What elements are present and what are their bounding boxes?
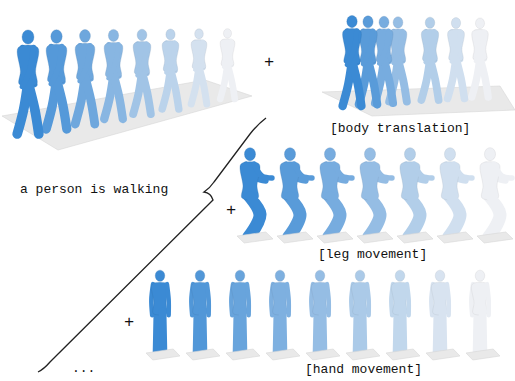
human-figure (151, 270, 168, 353)
human-figure (46, 30, 67, 129)
human-figure (360, 148, 392, 236)
floor-plane (346, 349, 380, 360)
plus-sign: + (124, 314, 134, 331)
human-figure (231, 270, 248, 353)
component-label: [hand movement] (305, 363, 422, 376)
human-figure (220, 29, 235, 99)
human-figure (191, 29, 207, 104)
floor-plane (2, 80, 252, 150)
motion-caption: a person is walking (20, 183, 168, 196)
floor-plane (306, 349, 340, 360)
component-label: [body translation] (330, 122, 470, 135)
human-figure (480, 148, 512, 236)
human-figure (17, 30, 39, 134)
floor-plane (266, 349, 300, 360)
ellipsis: ... (72, 362, 95, 375)
floor-plane (277, 232, 313, 243)
human-figure (421, 17, 438, 100)
human-figure (320, 148, 352, 236)
human-figure (343, 15, 362, 106)
floor-plane (466, 349, 500, 360)
human-figure (471, 270, 488, 353)
human-figure (240, 148, 272, 236)
floor-plane (357, 232, 393, 243)
human-figure (440, 148, 472, 236)
human-figure (448, 18, 465, 99)
floor-plane (386, 349, 420, 360)
human-figure (280, 148, 312, 236)
floor-plane (146, 349, 180, 360)
human-figure (162, 29, 179, 109)
human-figure (75, 30, 95, 124)
floor-plane (317, 232, 353, 243)
human-figure (133, 29, 151, 114)
human-figure (400, 148, 432, 236)
component-label: [leg movement] (318, 248, 427, 261)
floor-plane (397, 232, 433, 243)
curly-bracket (38, 118, 266, 372)
human-figure (191, 270, 208, 353)
plus-sign: + (264, 54, 274, 71)
human-figure (472, 18, 488, 97)
floor-plane (226, 349, 260, 360)
floor-plane (437, 232, 473, 243)
human-figure (431, 270, 448, 353)
floor-plane (186, 349, 220, 360)
human-figure (104, 29, 123, 119)
plus-sign: + (226, 202, 236, 219)
floor-plane (426, 349, 460, 360)
human-figure (351, 270, 368, 353)
floor-plane (237, 232, 273, 243)
human-figure (311, 270, 328, 353)
human-figure (391, 270, 408, 353)
floor-plane (477, 232, 513, 243)
human-figure (271, 270, 288, 353)
